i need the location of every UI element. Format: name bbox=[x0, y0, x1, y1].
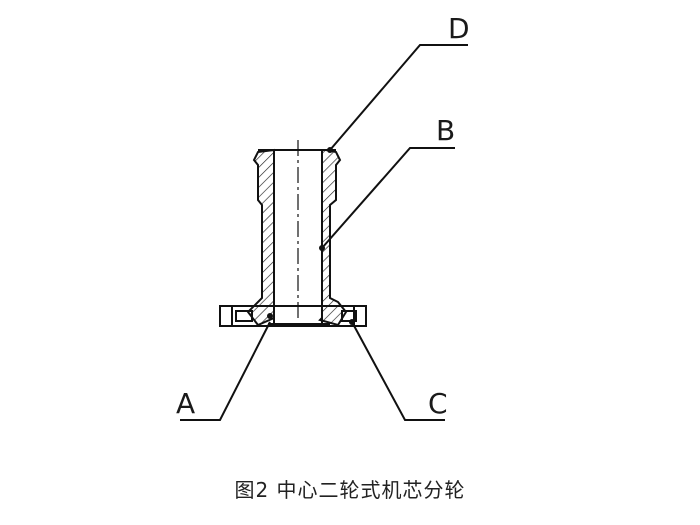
point-c bbox=[349, 319, 355, 325]
right-wall-section bbox=[318, 149, 348, 327]
right-flange-hole bbox=[341, 310, 357, 322]
leader-points bbox=[267, 147, 355, 325]
part-outline bbox=[219, 148, 367, 327]
point-b bbox=[319, 245, 325, 251]
left-wall-section bbox=[246, 148, 275, 327]
label-d: D bbox=[448, 12, 470, 45]
leader-d bbox=[329, 44, 468, 151]
leader-b bbox=[321, 147, 455, 249]
left-flange-hole bbox=[235, 310, 253, 322]
leader-lines bbox=[180, 44, 468, 421]
leader-a bbox=[180, 321, 271, 421]
label-a: A bbox=[176, 387, 195, 420]
label-c: C bbox=[428, 387, 448, 420]
figure-caption: 图2 中心二轮式机芯分轮 bbox=[234, 478, 466, 502]
label-b: B bbox=[436, 114, 455, 147]
point-d bbox=[327, 147, 333, 153]
leader-c bbox=[351, 321, 445, 421]
point-a bbox=[267, 313, 273, 319]
